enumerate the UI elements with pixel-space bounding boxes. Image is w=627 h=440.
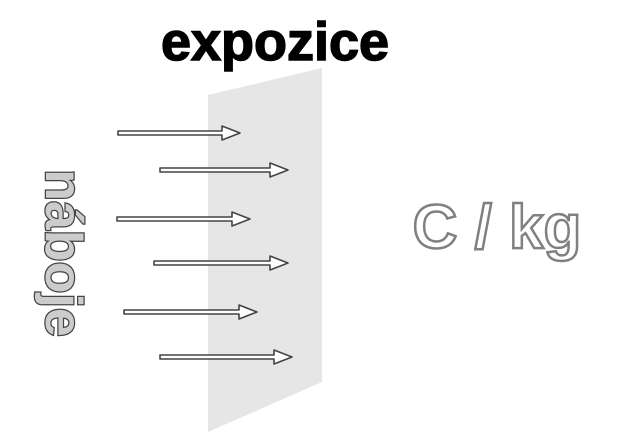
charge-arrow	[123, 304, 258, 320]
side-label-charges: náboje	[34, 169, 92, 337]
charge-arrow	[153, 255, 289, 271]
charge-arrow	[159, 349, 293, 365]
charge-arrow	[116, 211, 251, 227]
charge-arrow	[117, 125, 241, 141]
charge-arrow	[159, 162, 289, 178]
diagram-title: expozice	[161, 12, 389, 72]
charge-arrows	[116, 125, 293, 365]
unit-label: C / kg	[413, 193, 582, 262]
exposure-plane	[208, 68, 322, 432]
